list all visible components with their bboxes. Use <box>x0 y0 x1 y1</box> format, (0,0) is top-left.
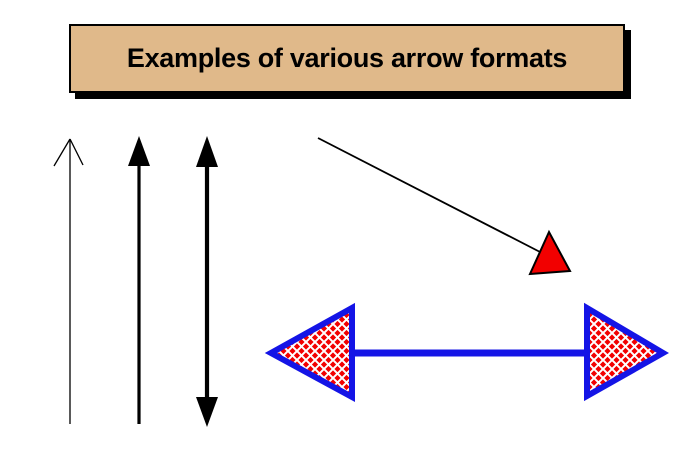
weave-arrow-head-left <box>264 302 355 403</box>
page-title: Examples of various arrow formats <box>126 43 568 73</box>
filled-head-arrow <box>128 136 150 424</box>
arrow-head-up <box>196 136 218 167</box>
blue-double-arrow <box>264 302 669 403</box>
double-headed-arrow <box>196 136 218 427</box>
red-arrow-head <box>528 229 572 276</box>
arrow-shaft <box>317 137 543 254</box>
arrow-head-down <box>196 397 218 427</box>
arrow-head-up <box>128 136 150 166</box>
arrow-barb-right <box>69 138 84 166</box>
arrow-barb-left <box>53 138 71 167</box>
title-box: Examples of various arrow formats <box>69 24 625 93</box>
weave-arrow-head-right <box>584 302 669 402</box>
open-barb-arrow <box>53 138 84 424</box>
diagonal-red-arrow <box>317 137 572 276</box>
